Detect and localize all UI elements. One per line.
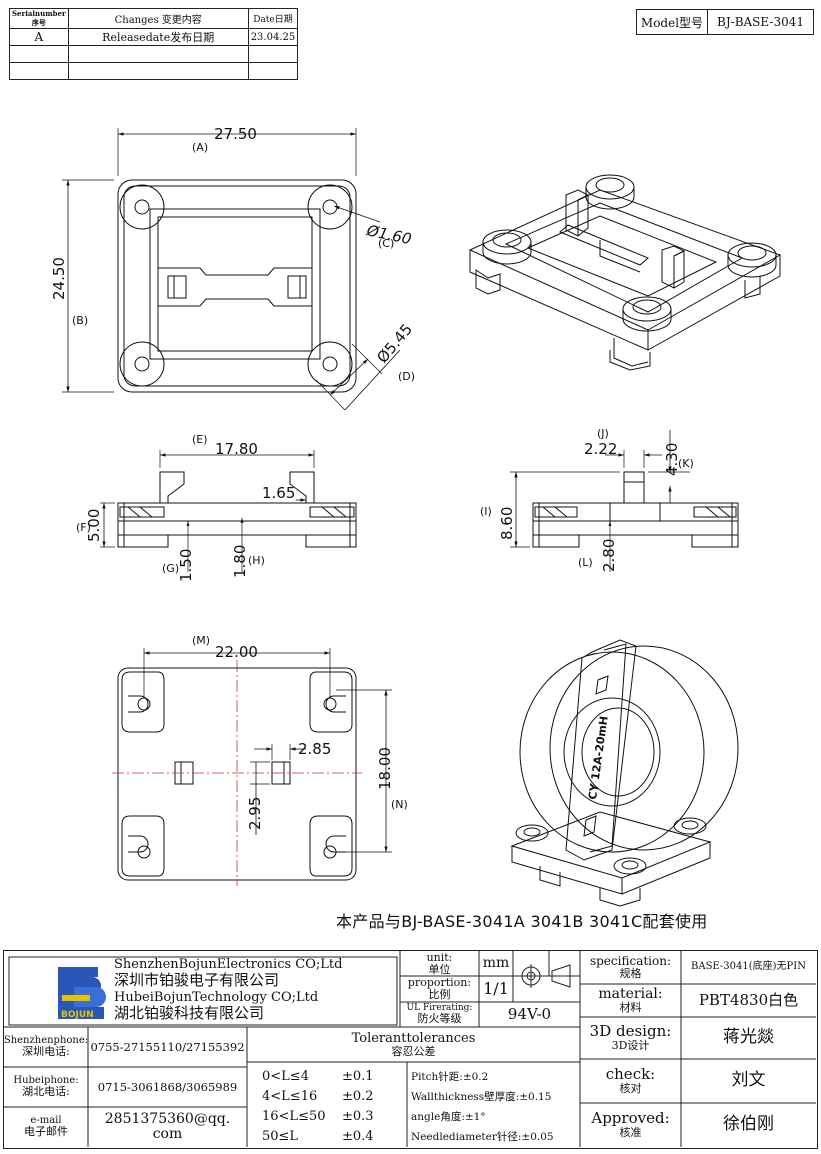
dim-l-tag: (L) (578, 556, 593, 569)
spec-label: specification:规格 (589, 954, 672, 981)
side-view (532, 471, 739, 548)
check-label: check:核对 (605, 1065, 656, 1096)
dim-l: 2.80 (600, 539, 618, 572)
model-box: Model型号 BJ-BASE-3041 (636, 9, 814, 35)
dim-d: Ø5.45 (373, 320, 416, 366)
dim-e-tag: (E) (192, 433, 208, 446)
dim-n: 18.00 (376, 747, 394, 790)
spec-value: BASE-3041(底座)无PIN (691, 961, 806, 973)
dim-g: 1.50 (177, 549, 195, 582)
design-label: 3D design:3D设计 (589, 1022, 672, 1053)
unit-label: unit:单位 (426, 950, 453, 976)
dim-a: 27.50 (214, 125, 257, 143)
company-cn-1: 深圳市铂骏电子有限公司 (114, 971, 280, 990)
dim-g-tag: (G) (162, 562, 179, 575)
ul-value: 94V-0 (507, 1004, 552, 1023)
contact-value-hb: 0715-3061868/3065989 (97, 1079, 238, 1094)
compatibility-note: 本产品与BJ-BASE-3041A 3041B 3041C配套使用 (336, 912, 708, 931)
contact-value-sz: 0755-27155110/27155392 (90, 1039, 245, 1054)
bojun-logo-icon: BOJUN (58, 967, 106, 1020)
title-block-grid: BOJUN (4, 951, 816, 1147)
contact-label-hb: Hubeiphone:湖北电话: (13, 1074, 79, 1099)
contact-value-email: 2851375360@qq. com (104, 1111, 231, 1142)
dim-e: 17.80 (215, 440, 258, 458)
ul-label: UL Firerating:防火等级 (406, 1003, 473, 1026)
rev-cell: Releasedate发布日期 (67, 28, 249, 46)
model-label: Model型号 (637, 10, 708, 34)
material-label: material:材料 (598, 986, 663, 1015)
dim-m: 22.00 (215, 643, 258, 661)
dim-m-tag: (M) (192, 634, 210, 647)
company-en-2: HubeiBojunTechnology CO;Ltd (114, 989, 319, 1005)
check-value: 刘文 (731, 1070, 766, 1091)
isometric-view (468, 174, 782, 371)
dim-k: 4.30 (663, 443, 681, 476)
material-value: PBT4830白色 (698, 990, 799, 1009)
projection-symbol (519, 964, 571, 988)
dim-d-tag: (D) (398, 370, 415, 383)
company-en-1: ShenzhenBojunElectronics CO;Ltd (114, 956, 343, 972)
dim-285: 2.85 (298, 740, 331, 758)
approved-value: 徐伯刚 (723, 1114, 774, 1135)
proportion-label: proportion:比例 (407, 976, 472, 1001)
front-view (117, 471, 357, 548)
title-block: BOJUN ShenzhenBojunElectronics CO;Ltd 深圳… (3, 950, 818, 1149)
dim-b: 24.50 (50, 257, 68, 300)
company-cn-2: 湖北铂骏科技有限公司 (114, 1004, 265, 1023)
inductor-assembly-view (510, 639, 739, 907)
design-value: 蒋光燚 (723, 1027, 774, 1048)
dim-h-tag: (H) (248, 554, 265, 567)
logo-text: BOJUN (61, 1010, 94, 1020)
dim-i: 8.60 (498, 507, 516, 540)
dim-295: 2.95 (246, 797, 264, 830)
dim-165: 1.65 (262, 484, 295, 502)
dim-a-tag: (A) (192, 141, 208, 154)
model-value: BJ-BASE-3041 (717, 15, 804, 29)
dim-j: 2.22 (584, 440, 617, 458)
technical-drawing: 27.50 (A) 24.50 (B) Ø1.60 (C) Ø5.45 (D) … (50, 125, 782, 907)
tolerance-notes: Pitch针距:±0.2 Wallthickness壁厚度:±0.15 angl… (411, 1071, 554, 1143)
approved-label: Approved:核准 (591, 1109, 670, 1140)
dim-f: 5.00 (85, 509, 103, 542)
dim-n-tag: (N) (391, 798, 408, 811)
dim-i-tag: (I) (480, 505, 492, 518)
top-view (117, 179, 357, 393)
rev-cell (67, 62, 249, 80)
dim-k-tag: (K) (678, 457, 694, 470)
contact-label-sz: Shenzhenphone:深圳电话: (3, 1034, 89, 1059)
dim-f-tag: (F) (76, 521, 91, 534)
dim-j-tag: (J) (597, 427, 609, 440)
proportion-value: 1/1 (483, 978, 509, 998)
tolerance-ranges: 0<L≤4±0.1 4<L≤16±0.2 16<L≤50±0.3 50≤L±0.… (262, 1069, 374, 1144)
inductor-label: CY 12A-20mH (586, 715, 611, 800)
rev-cell (247, 62, 299, 80)
dim-h: 1.80 (231, 545, 249, 578)
dim-c-tag: (C) (378, 237, 394, 250)
revision-table: Serialnumber序号 Changes 变更内容 Date日期 A Rel… (9, 8, 299, 80)
dim-b-tag: (B) (72, 314, 88, 327)
unit-value: mm (482, 955, 510, 972)
